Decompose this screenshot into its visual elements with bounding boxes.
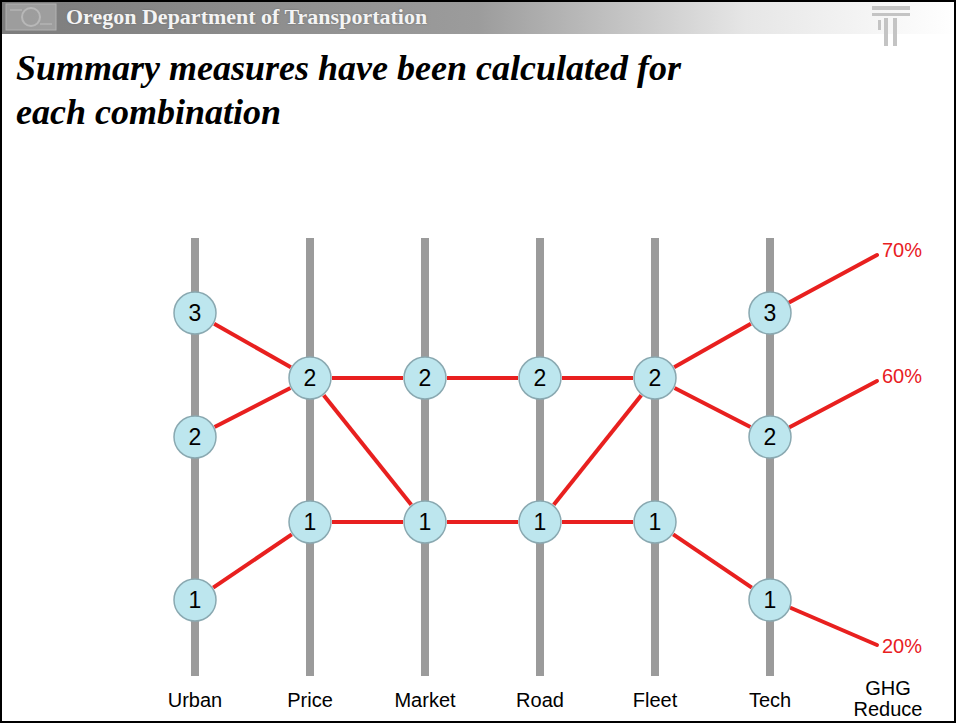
path-connector	[332, 376, 403, 380]
option-circle: 1	[518, 500, 562, 544]
path-connector	[213, 534, 292, 587]
path-connector	[332, 520, 403, 524]
option-number: 2	[534, 367, 547, 390]
option-circle: 1	[173, 578, 217, 622]
axis-label: Price	[250, 690, 370, 711]
reduction-value: 20%	[882, 636, 922, 657]
option-circle: 1	[288, 500, 332, 544]
option-circle: 3	[173, 291, 217, 335]
path-connector	[554, 395, 642, 505]
axis-bars	[195, 238, 770, 676]
result-lines	[790, 255, 877, 645]
odot-logo	[872, 6, 910, 46]
option-circle: 2	[288, 356, 332, 400]
option-number: 1	[764, 589, 777, 612]
axis-label: Urban	[135, 690, 255, 711]
path-connector	[674, 324, 751, 367]
option-circle: 2	[633, 356, 677, 400]
option-number: 1	[189, 589, 202, 612]
path-connector	[562, 376, 633, 380]
option-number: 1	[649, 511, 662, 534]
header-banner	[0, 0, 956, 34]
path-connector	[562, 520, 633, 524]
path-connector	[447, 520, 518, 524]
agency-name: Oregon Department of Transportation	[66, 5, 427, 28]
axis-label: GHG Reduce	[853, 678, 923, 720]
option-number: 2	[764, 426, 777, 449]
axis-label: Market	[365, 690, 485, 711]
axis-label: Road	[480, 690, 600, 711]
option-circle: 1	[403, 500, 447, 544]
path-connector	[675, 388, 751, 427]
option-number: 1	[534, 511, 547, 534]
reduction-value: 60%	[882, 366, 922, 387]
option-circle: 2	[403, 356, 447, 400]
option-circle: 1	[748, 578, 792, 622]
option-number: 2	[189, 426, 202, 449]
option-number: 2	[649, 367, 662, 390]
option-number: 1	[304, 511, 317, 534]
option-circle: 2	[518, 356, 562, 400]
path-connector	[447, 376, 518, 380]
option-number: 3	[189, 302, 202, 325]
path-connector	[673, 534, 752, 587]
axis-label: Fleet	[595, 690, 715, 711]
option-number: 1	[419, 511, 432, 534]
axis-label: Tech	[710, 690, 830, 711]
option-circle: 2	[173, 415, 217, 459]
option-number: 2	[419, 367, 432, 390]
option-circle: 2	[748, 415, 792, 459]
option-circle: 1	[633, 500, 677, 544]
option-number: 3	[764, 302, 777, 325]
left-logo	[6, 4, 56, 30]
path-connector	[214, 324, 291, 367]
path-connector	[324, 395, 412, 505]
option-circle: 3	[748, 291, 792, 335]
slide-title: Summary measures have been calculated fo…	[16, 46, 728, 134]
reduction-value: 70%	[882, 240, 922, 261]
option-number: 2	[304, 367, 317, 390]
path-connector	[215, 388, 291, 427]
